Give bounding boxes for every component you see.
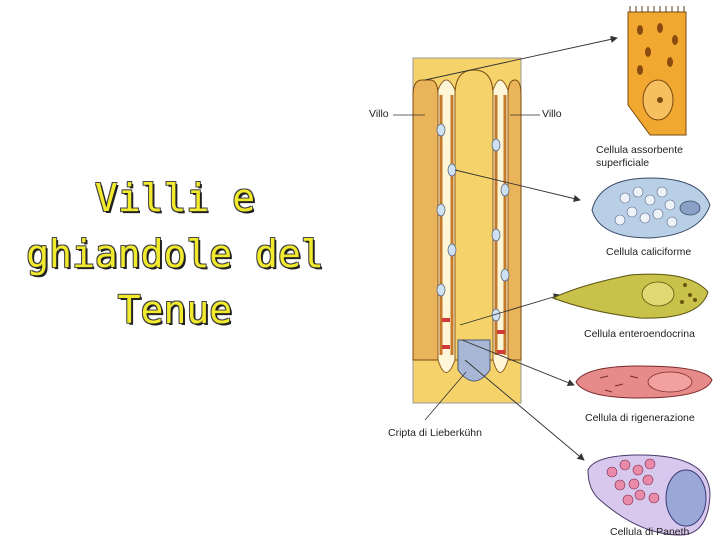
label-cell-regeneration: Cellula di rigenerazione — [585, 412, 695, 424]
cell-enteroendocrine — [551, 273, 709, 319]
title-line-2: ghiandole del — [26, 232, 324, 276]
cell-arrows — [424, 35, 618, 461]
crypt-red-cells — [442, 318, 505, 354]
label-cell-enteroendocrine: Cellula enteroendocrina — [584, 328, 695, 340]
label-cell-goblet: Cellula caliciforme — [606, 246, 692, 258]
cell-regeneration — [575, 365, 713, 399]
left-villus — [412, 79, 439, 361]
label-villo-right: Villo — [542, 108, 562, 120]
goblet-cells — [436, 123, 510, 322]
title-line-1: Villi e — [94, 176, 256, 220]
slide-title: Villi e ghiandole del Tenue — [20, 170, 330, 338]
cell-goblet — [591, 177, 711, 239]
label-cell-absorbent-2: superficiale — [596, 157, 650, 169]
crypt — [457, 339, 491, 382]
label-crypt: Cripta di Lieberkühn — [388, 427, 482, 439]
cell-absorbent — [627, 6, 687, 136]
right-villus — [507, 79, 522, 361]
label-villo-left: Villo — [369, 108, 389, 120]
title-line-3: Tenue — [117, 288, 233, 332]
cell-paneth — [587, 454, 711, 536]
leader-lines — [393, 114, 540, 421]
label-cell-paneth: Cellula di Paneth — [610, 526, 690, 538]
label-cell-absorbent-1: Cellula assorbente — [596, 144, 683, 156]
